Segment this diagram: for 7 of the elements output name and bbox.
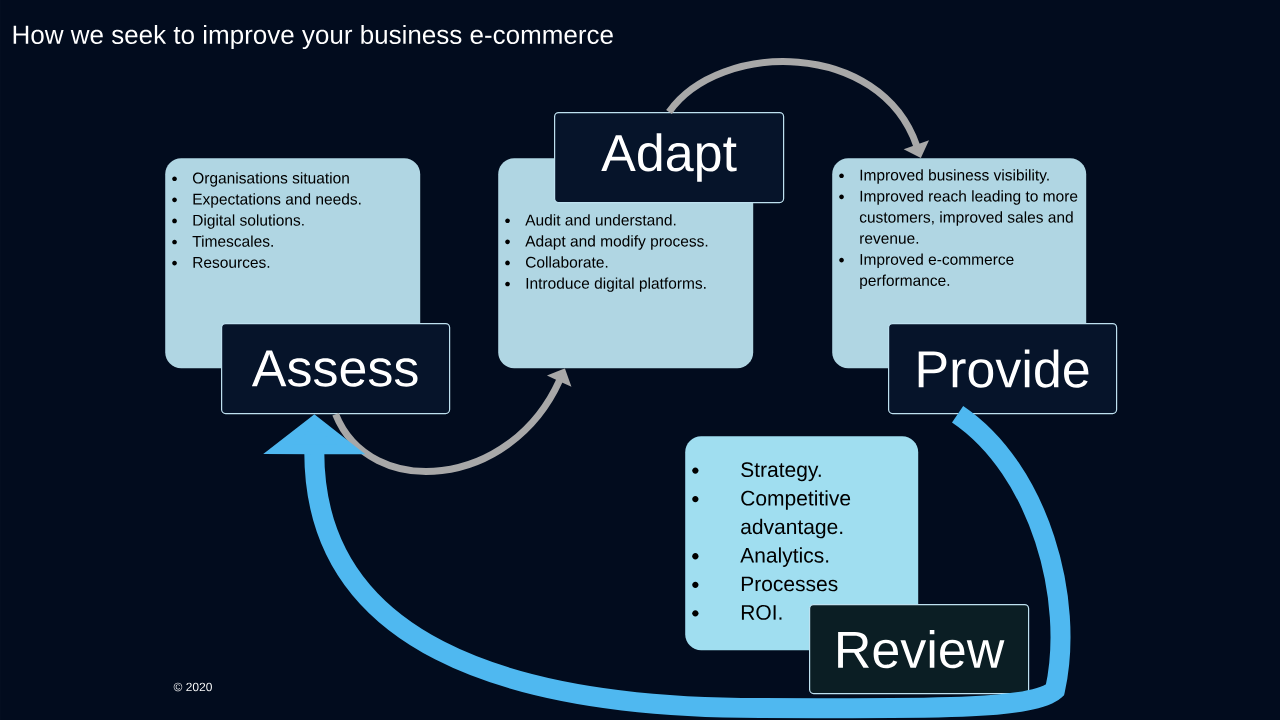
title: How we seek to improve your business e-commerce	[13, 24, 613, 50]
copyright-note: © 2020	[173, 682, 212, 692]
curved-arrow	[263, 406, 1071, 719]
heading-box: Adapt	[554, 112, 785, 204]
heading-box: Assess	[221, 323, 451, 415]
heading-box: Provide	[888, 323, 1118, 415]
heading-box: Review	[809, 604, 1030, 695]
